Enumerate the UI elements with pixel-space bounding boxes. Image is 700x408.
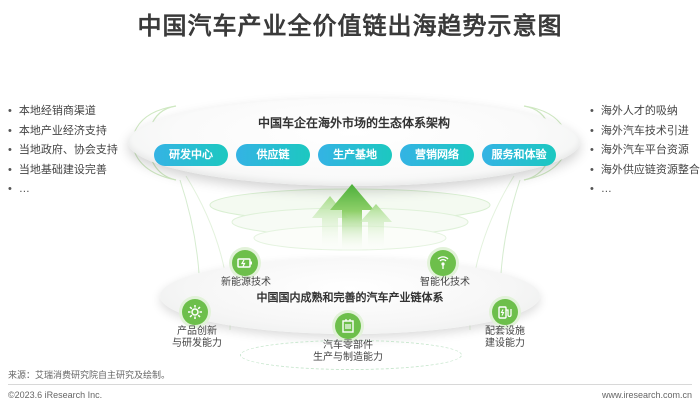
left-list-item: 本地经销商渠道 — [8, 102, 118, 122]
chip-icon — [335, 313, 361, 339]
base-ring — [240, 340, 462, 370]
right-list-item: 海外汽车平台资源 — [590, 141, 700, 161]
right-list-item: 海外人才的吸纳 — [590, 102, 700, 122]
page-title: 中国汽车产业全价值链出海趋势示意图 — [137, 13, 563, 40]
pill-service-experience: 服务和体验 — [482, 144, 556, 166]
signal-icon — [430, 250, 456, 276]
footer-website: www.iresearch.com.cn — [601, 390, 692, 400]
footer-copyright: ©2023.6 iResearch Inc. — [8, 390, 103, 400]
pill-supply-chain: 供应链 — [236, 144, 310, 166]
node-label-supporting-facilities: 配套设施 建设能力 — [485, 326, 525, 349]
pill-rd-center: 研发中心 — [154, 144, 228, 166]
node-label-product-innovation: 产品创新 与研发能力 — [172, 326, 222, 349]
right-list-item: 海外汽车技术引进 — [590, 122, 700, 142]
left-list-item: 当地基础建设完善 — [8, 161, 118, 181]
left-factor-list: 本地经销商渠道 本地产业经济支持 当地政府、协会支持 当地基础建设完善 … — [8, 102, 118, 200]
battery-icon — [232, 250, 258, 276]
charging-station-icon — [492, 299, 518, 325]
left-list-item: 本地产业经济支持 — [8, 122, 118, 142]
overseas-ecosystem-title: 中国车企在海外市场的生态体系架构 — [257, 116, 450, 130]
right-factor-list: 海外人才的吸纳 海外汽车技术引进 海外汽车平台资源 海外供应链资源整合 … — [590, 102, 700, 200]
node-label-new-energy: 新能源技术 — [221, 277, 271, 288]
node-label-intelligence: 智能化技术 — [420, 277, 470, 288]
right-list-item: 海外供应链资源整合 — [590, 161, 700, 181]
left-list-item: 当地政府、协会支持 — [8, 141, 118, 161]
pill-marketing-network: 营销网络 — [400, 144, 474, 166]
footer-divider — [8, 384, 692, 385]
domestic-industry-title: 中国国内成熟和完善的汽车产业链体系 — [256, 292, 444, 304]
overseas-ecosystem-platform — [128, 98, 580, 186]
gear-icon — [182, 299, 208, 325]
node-label-parts-manufacturing: 汽车零部件 生产与制造能力 — [313, 340, 383, 363]
pill-production-base: 生产基地 — [318, 144, 392, 166]
left-list-item: … — [8, 180, 118, 200]
source-note: 来源：艾瑞消费研究院自主研究及绘制。 — [8, 370, 171, 380]
right-list-item: … — [590, 180, 700, 200]
